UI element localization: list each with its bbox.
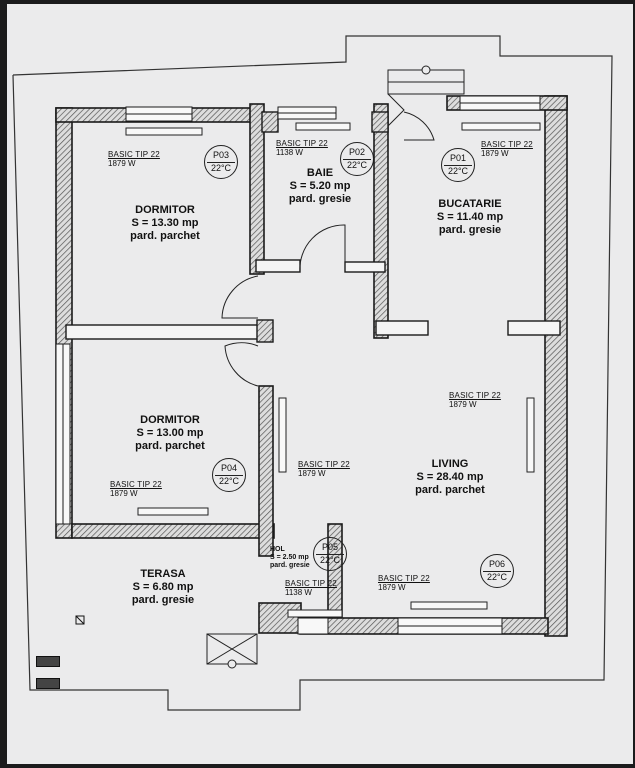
- radiator-type: BASIC TIP 22: [298, 460, 350, 469]
- radiator-power: 1879 W: [449, 400, 477, 410]
- room-floor: pard. gresie: [131, 593, 195, 606]
- radiator-label-bucatarie: BASIC TIP 22 1879 W: [481, 140, 533, 159]
- room-floor: pard. gresie: [270, 562, 310, 570]
- legend-stamp: [36, 678, 60, 689]
- room-name: LIVING: [431, 458, 469, 470]
- room-tag-temp: 22°C: [215, 474, 243, 487]
- room-area: S = 13.30 mp: [131, 216, 199, 229]
- interior-walls: [65, 111, 561, 343]
- radiator-type: BASIC TIP 22: [378, 574, 430, 583]
- room-tag-id: P03: [212, 150, 229, 160]
- radiator-type: BASIC TIP 22: [108, 150, 160, 159]
- room-tag-p03: P03 22°C: [204, 145, 238, 179]
- room-tag-id: P06: [488, 559, 505, 569]
- radiator-symbols: [125, 122, 541, 618]
- entrance-steps: [206, 65, 465, 669]
- site-outline: [12, 35, 613, 711]
- room-label-hol: HOL S = 2.50 mp pard. gresie: [270, 546, 310, 570]
- room-floor: pard. parchet: [415, 483, 485, 496]
- room-area: S = 11.40 mp: [436, 210, 504, 223]
- radiator-type: BASIC TIP 22: [449, 391, 501, 400]
- room-area: S = 6.80 mp: [132, 580, 194, 593]
- room-area: S = 5.20 mp: [289, 179, 351, 192]
- room-tag-p02: P02 22°C: [340, 142, 374, 176]
- radiator-type: BASIC TIP 22: [481, 140, 533, 149]
- room-name: TERASA: [140, 568, 186, 580]
- room-area: S = 2.50 mp: [270, 554, 309, 562]
- room-tag-temp: 22°C: [316, 553, 344, 566]
- room-tag-id: P01: [449, 153, 466, 163]
- radiator-power: 1879 W: [110, 489, 138, 499]
- room-area: S = 13.00 mp: [136, 426, 204, 439]
- room-label-dormitor-1: DORMITOR S = 13.30 mp pard. parchet: [110, 204, 220, 243]
- room-name: DORMITOR: [140, 414, 200, 426]
- corner-marker: [75, 615, 85, 625]
- room-label-bucatarie: BUCATARIE S = 11.40 mp pard. gresie: [415, 198, 525, 237]
- room-tag-p01: P01 22°C: [441, 148, 475, 182]
- paper-sheet: [7, 4, 633, 764]
- room-tag-id: P04: [220, 463, 237, 473]
- radiator-label-living-bottom: BASIC TIP 22 1879 W: [378, 574, 430, 593]
- room-tag-temp: 22°C: [483, 570, 511, 583]
- room-label-living: LIVING S = 28.40 mp pard. parchet: [395, 458, 505, 497]
- radiator-type: BASIC TIP 22: [110, 480, 162, 489]
- radiator-label-living-top: BASIC TIP 22 1879 W: [449, 391, 501, 410]
- room-tag-temp: 22°C: [343, 158, 371, 171]
- radiator-power: 1879 W: [298, 469, 326, 479]
- room-floor: pard. gresie: [288, 192, 352, 205]
- room-tag-temp: 22°C: [207, 161, 235, 174]
- door-swings: [221, 111, 435, 387]
- room-tag-id: P02: [348, 147, 365, 157]
- radiator-power: 1879 W: [108, 159, 136, 169]
- radiator-power: 1879 W: [481, 149, 509, 159]
- room-tag-temp: 22°C: [444, 164, 472, 177]
- radiator-label-dormitor-2: BASIC TIP 22 1879 W: [110, 480, 162, 499]
- room-floor: pard. gresie: [438, 223, 502, 236]
- radiator-power: 1138 W: [285, 588, 312, 598]
- room-tag-p04: P04 22°C: [212, 458, 246, 492]
- radiator-label-hol-wall: BASIC TIP 22 1879 W: [298, 460, 350, 479]
- room-label-terasa: TERASA S = 6.80 mp pard. gresie: [108, 568, 218, 607]
- room-label-baie: BAIE S = 5.20 mp pard. gresie: [270, 167, 370, 206]
- radiator-label-hol: BASIC TIP 22 1138 W: [285, 579, 337, 598]
- radiator-power: 1879 W: [378, 583, 406, 593]
- legend-stamp: [36, 656, 60, 667]
- room-name: BAIE: [306, 167, 334, 179]
- room-name: BUCATARIE: [438, 198, 502, 210]
- room-tag-p06: P06 22°C: [480, 554, 514, 588]
- room-area: S = 28.40 mp: [416, 470, 484, 483]
- radiator-power: 1138 W: [276, 148, 303, 158]
- room-tag-p05: P05 22°C: [313, 537, 347, 571]
- radiator-type: BASIC TIP 22: [285, 579, 337, 588]
- room-floor: pard. parchet: [135, 439, 205, 452]
- radiator-label-dormitor-1: BASIC TIP 22 1879 W: [108, 150, 160, 169]
- room-name: HOL: [270, 546, 285, 553]
- room-tag-id: P05: [321, 542, 338, 552]
- radiator-type: BASIC TIP 22: [276, 139, 328, 148]
- windows: [55, 95, 541, 635]
- radiator-label-baie: BASIC TIP 22 1138 W: [276, 139, 328, 158]
- room-name: DORMITOR: [135, 204, 195, 216]
- room-floor: pard. parchet: [130, 229, 200, 242]
- room-label-dormitor-2: DORMITOR S = 13.00 mp pard. parchet: [115, 414, 225, 453]
